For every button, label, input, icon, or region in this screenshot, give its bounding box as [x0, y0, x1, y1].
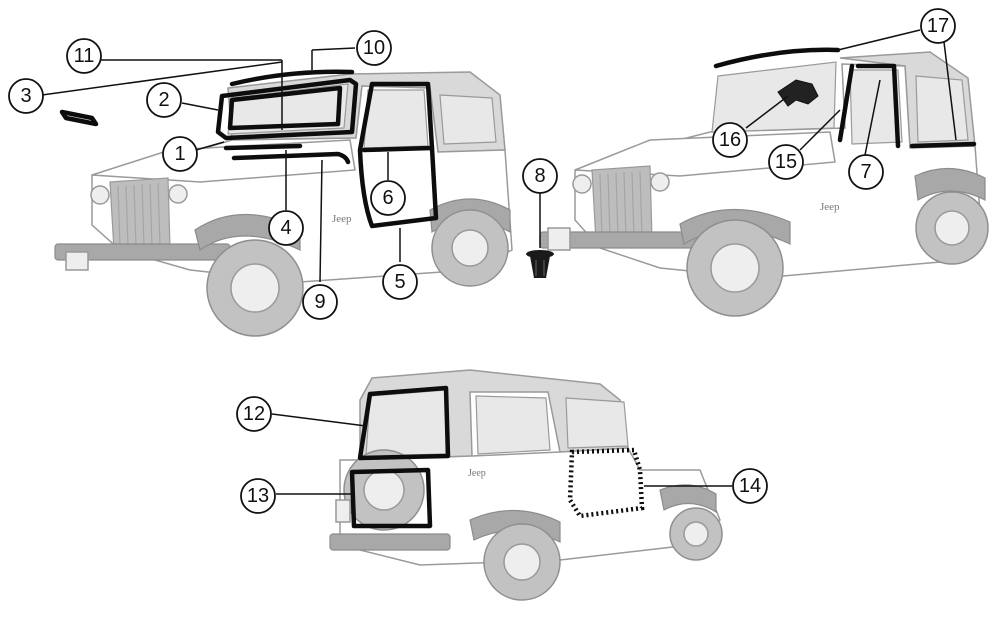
rear-side-window	[439, 94, 497, 145]
leaders-front-right	[539, 29, 957, 248]
jeep-badge-rear: Jeep	[468, 468, 486, 479]
callout-9-label: 9	[314, 291, 325, 313]
callout-2: 2	[146, 82, 182, 118]
roof-windshield-seal	[713, 47, 841, 69]
grille-slots	[599, 170, 643, 239]
rear-side-window	[915, 75, 969, 143]
callout-14-label: 14	[739, 475, 761, 497]
callout-15: 15	[768, 144, 804, 180]
hood	[91, 139, 356, 183]
windshield-top-seal	[229, 69, 355, 87]
leaders-rear	[271, 413, 732, 495]
callout-17: 17	[920, 8, 956, 44]
callout-16: 16	[712, 122, 748, 158]
vehicle-front-left: Jeep	[54, 69, 513, 337]
loose-seal-piece	[59, 109, 99, 127]
a-pillar-seal	[837, 63, 855, 143]
callout-9: 9	[302, 284, 338, 320]
grille-slots	[117, 182, 161, 247]
door-surround-seal	[357, 81, 439, 229]
rear-wheel	[451, 229, 489, 267]
callout-2-label: 2	[158, 89, 169, 111]
headlight-left	[90, 185, 110, 205]
callout-10: 10	[356, 30, 392, 66]
callout-4: 4	[268, 210, 304, 246]
rear-fender-flare	[914, 167, 986, 201]
callout-11: 11	[66, 38, 102, 74]
callout-6-label: 6	[382, 187, 393, 209]
callout-3-label: 3	[20, 85, 31, 107]
callout-3: 3	[8, 78, 44, 114]
front-road-wheel	[683, 521, 709, 547]
push-clip-fastener	[526, 250, 554, 278]
callout-4-label: 4	[280, 217, 291, 239]
rear-window-seal	[357, 385, 451, 461]
windshield-glass-seal	[227, 85, 343, 131]
vehicle-front-right: Jeep	[526, 47, 989, 317]
windshield-frame-seal	[215, 77, 359, 141]
door-window	[565, 397, 629, 449]
rear-window	[365, 389, 447, 457]
front-wheel	[230, 263, 280, 313]
callout-8-label: 8	[534, 165, 545, 187]
callout-10-label: 10	[363, 37, 385, 59]
callout-16-label: 16	[719, 129, 741, 151]
rear-road-wheel	[503, 543, 541, 581]
callout-7-label: 7	[860, 161, 871, 183]
headlight-right	[650, 172, 670, 192]
leaders-front-left	[41, 47, 401, 283]
callout-6: 6	[370, 180, 406, 216]
door-opening	[849, 69, 903, 145]
callout-11-label: 11	[74, 45, 95, 67]
side-window	[475, 395, 551, 455]
callout-15-label: 15	[775, 151, 797, 173]
tailgate-seal	[349, 467, 433, 529]
door-window-opening	[363, 89, 429, 149]
front-fender-flare	[659, 484, 717, 514]
callout-14: 14	[732, 468, 768, 504]
callout-5-label: 5	[394, 271, 405, 293]
callout-5: 5	[382, 264, 418, 300]
license-plate	[547, 227, 571, 251]
headlight-right	[168, 184, 188, 204]
headlight-left	[572, 174, 592, 194]
callout-12-label: 12	[243, 403, 265, 425]
door-frame-seal	[855, 63, 901, 149]
jeep-badge-front-right: Jeep	[820, 201, 840, 213]
cowl-seal	[231, 151, 351, 165]
callout-8: 8	[522, 158, 558, 194]
callout-17-label: 17	[927, 15, 949, 37]
windshield-base-seal	[223, 143, 303, 151]
callout-1-label: 1	[174, 143, 185, 165]
windshield-glass	[711, 61, 837, 133]
callout-12: 12	[236, 396, 272, 432]
spare-wheel	[363, 469, 405, 511]
jeep-badge-front-left: Jeep	[332, 213, 352, 225]
license-plate	[65, 251, 89, 271]
callout-7: 7	[848, 154, 884, 190]
front-wheel	[710, 243, 760, 293]
rear-bumper	[329, 533, 451, 551]
callout-13-label: 13	[247, 485, 269, 507]
vehicle-rear: Jeep	[329, 369, 723, 601]
license-plate	[335, 499, 351, 523]
belt-seal-rear	[909, 141, 977, 149]
rear-wheel	[934, 210, 970, 246]
seal-retainer-bracket	[777, 79, 819, 107]
door-belt-seal	[361, 145, 435, 153]
callout-1: 1	[162, 136, 198, 172]
callout-13: 13	[240, 478, 276, 514]
door-opening-seal	[567, 447, 645, 519]
